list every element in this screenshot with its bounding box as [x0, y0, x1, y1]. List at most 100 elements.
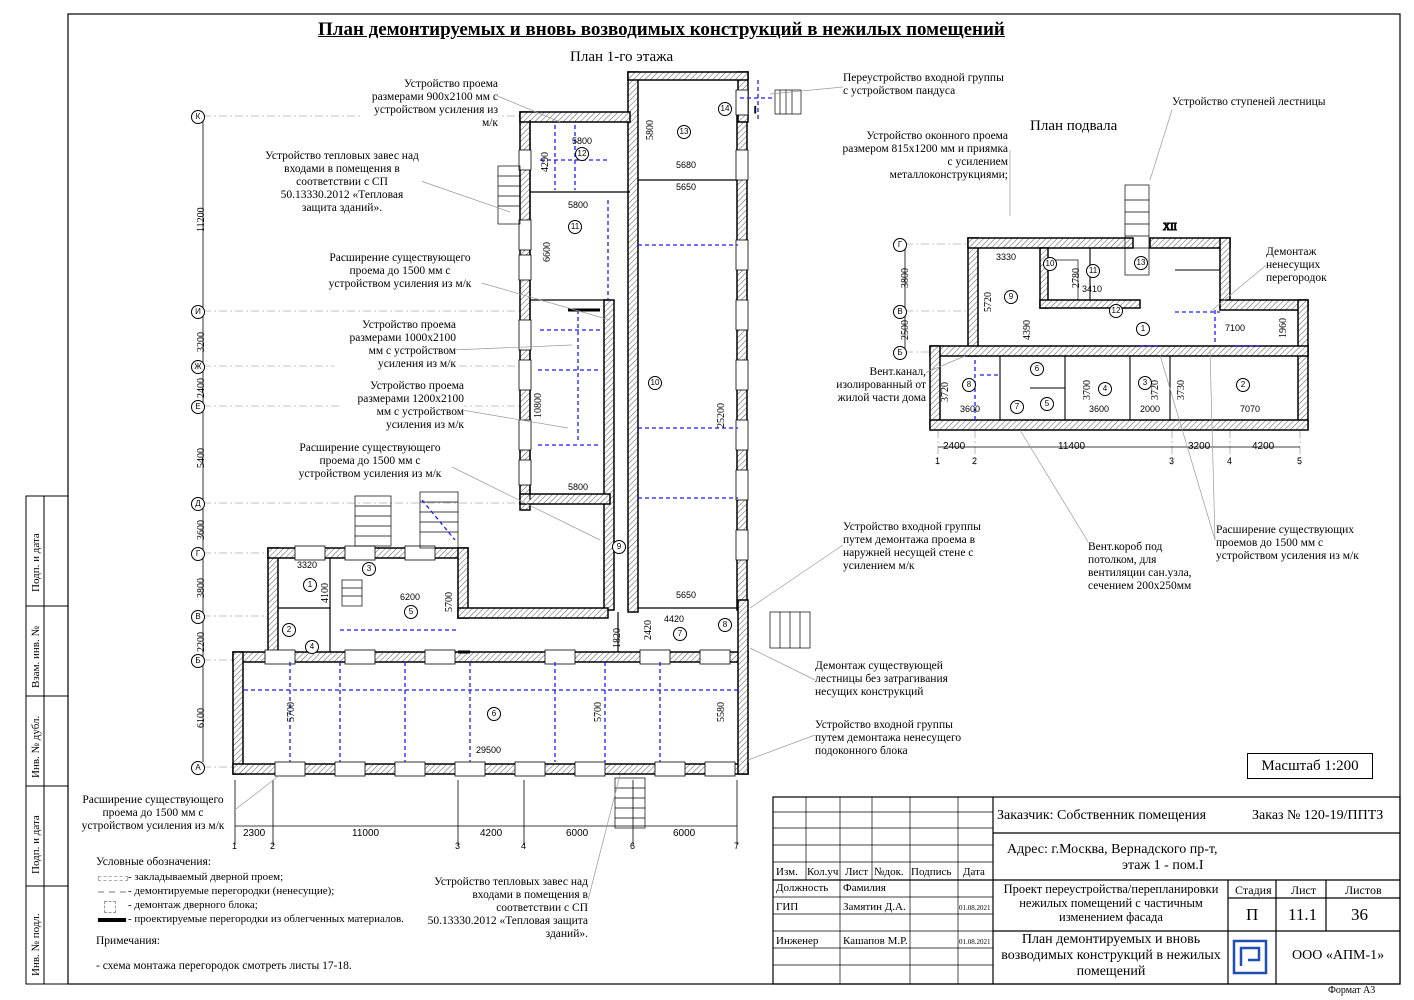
grid-label-d: Д — [191, 497, 205, 511]
grid-label-a: А — [191, 761, 205, 775]
dim-6000a: 6000 — [566, 828, 589, 839]
grid-num-4: 4 — [521, 841, 527, 851]
room-8: 8 — [718, 618, 732, 632]
tb-col-data: Дата — [963, 866, 985, 878]
tb-col-ndok: №док. — [874, 866, 904, 878]
tb-order: Заказ № 120-19/ППТЗ — [1252, 808, 1384, 823]
grid-label-k: К — [191, 110, 205, 124]
b-pdim-3600b: 3600 — [1089, 404, 1110, 414]
plan-dim-4420: 4420 — [664, 614, 685, 624]
room-3: 3 — [362, 562, 376, 576]
tb-address-1: Адрес: г.Москва, Вернадского пр-т, — [1007, 842, 1218, 857]
b-num-2: 2 — [972, 456, 978, 466]
tb-date-gip: 01.08.2021 — [959, 904, 991, 912]
plan-dim-29500: 29500 — [476, 745, 502, 755]
sheet-format: Формат А3 — [1328, 985, 1376, 996]
legend-title: Условные обозначения: — [96, 856, 212, 868]
annotation-entrance-load-wall: Устройство входной группы путем демонтаж… — [843, 521, 995, 573]
tb-project: Проект переустройства/перепланировки неж… — [1003, 882, 1219, 924]
b-room-9: 9 — [1004, 290, 1018, 304]
b-room-6: 6 — [1030, 362, 1044, 376]
dim-2300: 2300 — [243, 828, 266, 839]
annotation-remove-stair: Демонтаж существующей лестницы без затра… — [815, 660, 963, 699]
b-room-13: 13 — [1134, 256, 1148, 270]
tb-sheet-label: Лист — [1291, 883, 1317, 897]
tb-drawing-title: План демонтируемых и вновь возводимых ко… — [1001, 932, 1221, 979]
room-12: 12 — [575, 147, 589, 161]
side-stamp-frame — [25, 495, 69, 985]
grid-axes — [203, 115, 520, 768]
tb-person-engineer: Кашапов М.Р. — [843, 935, 908, 947]
b-room-7: 7 — [1010, 400, 1024, 414]
tb-person-gip: Замятин Д.А. — [843, 901, 906, 913]
basement-roman: XII — [1163, 222, 1177, 233]
grid-label-b: Б — [191, 654, 205, 668]
floor-plan-1: I — [202, 71, 811, 845]
grid-label-v: В — [191, 610, 205, 624]
annotation-widen-opening-2: Расширение существующего проема до 1500 … — [288, 442, 452, 481]
legend-item-door-removal: - демонтаж дверного блока; — [96, 899, 436, 913]
grid-label-i: И — [191, 305, 205, 319]
b-grid-g: Г — [893, 238, 907, 252]
room-11: 11 — [568, 220, 582, 234]
legend: Условные обозначения: - закладываемый дв… — [96, 856, 436, 973]
b-pdim-2000: 2000 — [1140, 404, 1161, 414]
tb-sheets: 36 — [1351, 905, 1368, 924]
plan1-title: План 1-го этажа — [570, 49, 674, 65]
room-2: 2 — [282, 623, 296, 637]
plan-dim-5650a: 5650 — [676, 182, 697, 192]
b-room-8: 8 — [962, 378, 976, 392]
room-5: 5 — [404, 605, 418, 619]
legend-item-removed-partitions: - демонтируемые перегородки (ненесущие); — [96, 885, 436, 899]
svg-text:I: I — [754, 105, 757, 115]
tb-address-2: этаж 1 - пом.I — [1122, 858, 1204, 873]
grid-label-zh: Ж — [191, 360, 205, 374]
plan-dim-5800c: 5800 — [568, 482, 589, 492]
annotation-entrance-window-block: Устройство входной группы путем демонтаж… — [815, 719, 975, 758]
basement-plan: XII — [904, 184, 1309, 465]
b-grid-b: Б — [893, 346, 907, 360]
annotation-opening-900x2100: Устройство проема размерами 900х2100 мм … — [362, 78, 498, 130]
annotation-widen-opening-3: Расширение существующего проема до 1500 … — [72, 794, 234, 833]
leader-lines — [231, 86, 1271, 901]
annotation-heat-curtains-bottom: Устройство тепловых завес над входами в … — [426, 876, 588, 941]
b-dim-2400: 2400 — [943, 441, 966, 452]
b-num-3: 3 — [1169, 456, 1175, 466]
annotation-heat-curtains-top: Устройство тепловых завес над входами в … — [262, 150, 422, 215]
b-dim-4200: 4200 — [1252, 441, 1275, 452]
annotation-vent-duct: Вент.короб под потолком, для вентиляции … — [1088, 541, 1206, 593]
b-room-5: 5 — [1040, 397, 1054, 411]
blue-partitions — [244, 80, 775, 762]
grid-label-e: Е — [191, 400, 205, 414]
plan-dim-5800a: 5800 — [572, 136, 593, 146]
annotation-window-opening: Устройство оконного проема размером 815х… — [838, 130, 1008, 182]
tb-col-podpis: Подпись — [911, 866, 952, 878]
dim-11000: 11000 — [352, 828, 380, 839]
plan-dim-5650b: 5650 — [676, 590, 697, 600]
tb-customer: Заказчик: Собственник помещения — [997, 808, 1207, 823]
b-room-12: 12 — [1109, 304, 1123, 318]
grid-num-1: 1 — [232, 841, 238, 851]
room-14: 14 — [718, 102, 732, 116]
room-1: 1 — [303, 578, 317, 592]
scale-box: Масштаб 1:200 — [1247, 753, 1373, 779]
b-pdim-3330: 3330 — [996, 252, 1017, 262]
b-pdim-7070: 7070 — [1240, 404, 1261, 414]
grid-label-g: Г — [191, 547, 205, 561]
b-num-1: 1 — [935, 456, 941, 466]
notes-title: Примечания: — [96, 935, 160, 947]
annotation-stair-steps: Устройство ступеней лестницы — [1172, 96, 1348, 109]
grid-num-6: 6 — [630, 841, 636, 851]
drawing-title: План демонтируемых и вновь возводимых ко… — [318, 19, 1005, 40]
b-dim-11400: 11400 — [1058, 441, 1086, 452]
b-num-5: 5 — [1297, 456, 1303, 466]
tb-sheet: 11.1 — [1288, 905, 1318, 924]
plan-dim-5680: 5680 — [676, 160, 697, 170]
room-10: 10 — [648, 376, 662, 390]
annotation-entrance-ramp: Переустройство входной группы с устройст… — [843, 72, 1011, 98]
tb-date-engineer: 01.08.2021 — [959, 938, 991, 946]
company-logo — [1232, 939, 1268, 975]
plan-dim-3320: 3320 — [297, 560, 318, 570]
annotation-remove-partitions: Демонтаж ненесущих перегородок — [1266, 246, 1342, 285]
